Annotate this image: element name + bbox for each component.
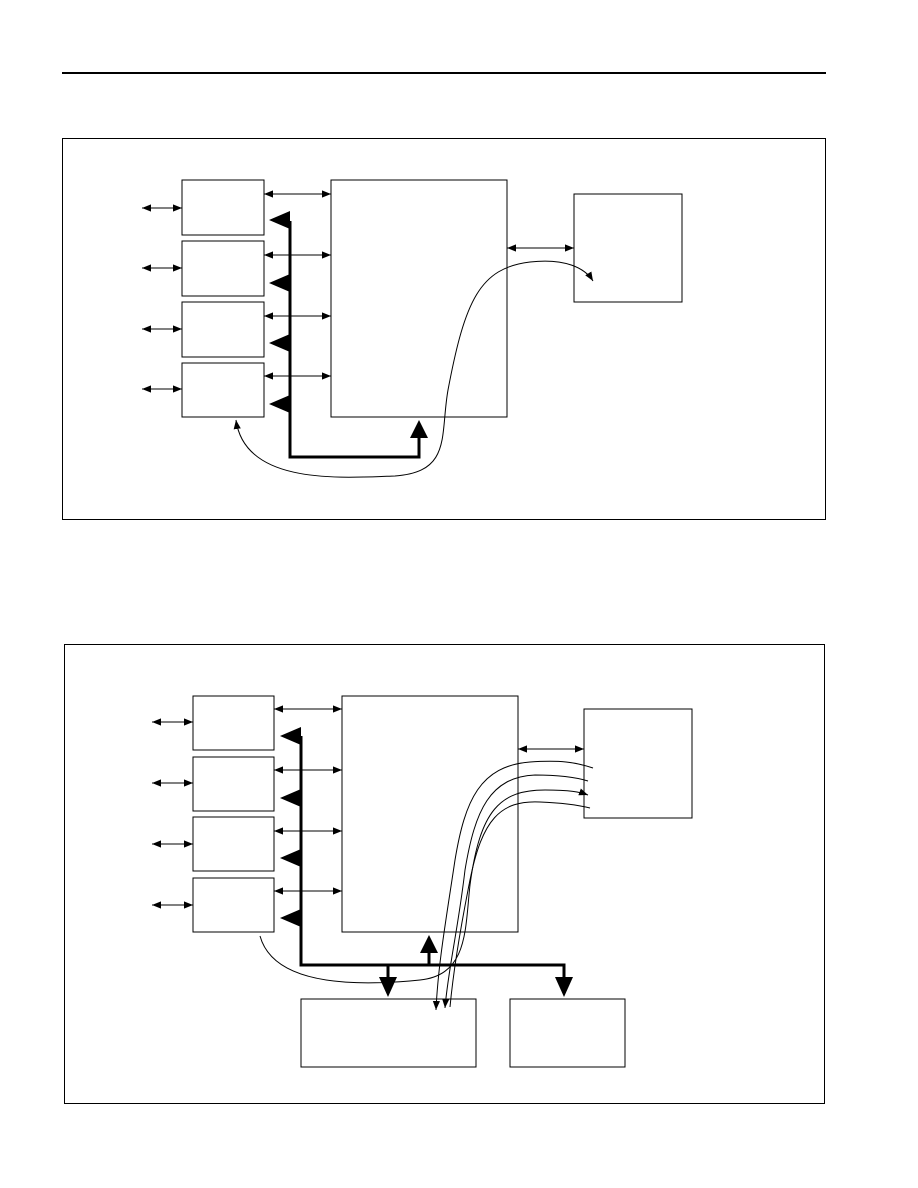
figure-1-frame	[62, 138, 826, 520]
data-flow-curve-1	[259, 788, 589, 984]
data-flow-curve-2	[442, 774, 589, 1009]
header-rule	[62, 72, 826, 74]
port-block-4	[181, 362, 265, 418]
port-block-2	[181, 240, 265, 297]
figure-2-frame	[64, 644, 825, 1104]
port-block-1	[192, 695, 275, 751]
peripheral-block	[573, 193, 683, 303]
port-block-4	[192, 877, 275, 933]
peripheral-block	[583, 708, 693, 819]
bus-arrowhead-1	[280, 727, 301, 745]
bus-arrowhead-4	[269, 395, 290, 413]
port-block-3	[192, 816, 275, 872]
bus-line	[288, 221, 421, 459]
port-block-1	[181, 179, 265, 236]
bus-arrowhead-3	[269, 334, 290, 352]
lower-block-left	[300, 998, 477, 1068]
bus-arrowhead-up	[420, 935, 438, 953]
bus-arrowhead-3	[280, 849, 301, 867]
bus-arrowhead-down-left	[379, 977, 397, 997]
central-block	[330, 179, 508, 418]
port-block-3	[181, 301, 265, 358]
bus-arrowhead-down-right	[555, 977, 573, 997]
data-flow-curve-3	[432, 760, 594, 1011]
data-flow-curve	[233, 260, 594, 478]
data-flow-curve-4	[449, 801, 591, 1008]
figure-2	[152, 695, 693, 1068]
bus-arrowhead-2	[280, 789, 301, 807]
lower-block-right	[509, 998, 626, 1068]
port-block-2	[192, 756, 275, 812]
bus-arrowhead-4	[280, 909, 301, 927]
bus-arrowhead-1	[269, 211, 290, 229]
bus-line	[299, 736, 566, 978]
central-block	[341, 695, 519, 933]
bus-arrowhead-up	[410, 420, 428, 438]
bus-arrowhead-2	[269, 274, 290, 292]
figure-1	[142, 179, 683, 478]
